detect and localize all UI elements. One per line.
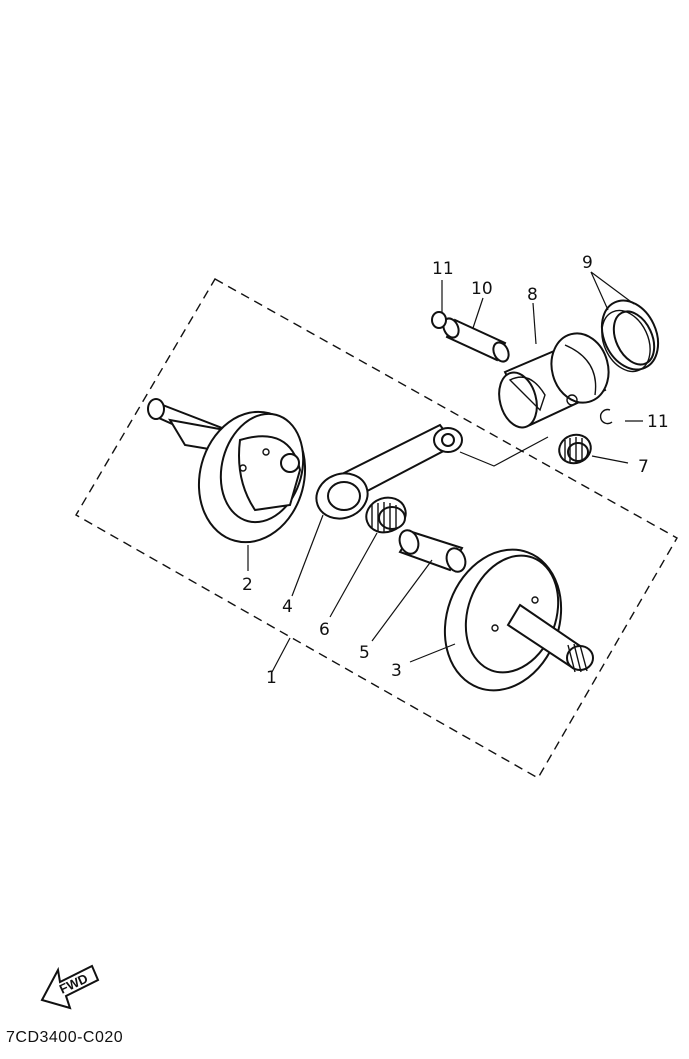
callout-4: 4 — [282, 597, 293, 617]
piston — [498, 332, 610, 429]
circlip-left — [431, 311, 447, 329]
crankshaft-assembly-outline — [75, 278, 678, 779]
callout-5: 5 — [359, 643, 370, 663]
connecting-rod — [315, 423, 463, 520]
callout-11-left: 11 — [432, 259, 454, 279]
callout-6: 6 — [319, 620, 330, 640]
callout-2: 2 — [242, 575, 253, 595]
callout-10: 10 — [471, 279, 493, 299]
crank-right-half — [443, 548, 594, 692]
fwd-arrow-icon: FWD — [40, 964, 100, 1010]
diagram-code: 7CD3400-C020 — [6, 1029, 124, 1046]
callout-9: 9 — [582, 253, 593, 273]
callout-1: 1 — [266, 668, 277, 688]
piston-rings — [600, 299, 660, 373]
circlip-right — [599, 408, 613, 425]
small-end-needle-bearing — [558, 433, 592, 465]
leader-lines — [247, 271, 643, 673]
callout-11-right: 11 — [647, 412, 669, 432]
crank-left-half — [147, 398, 307, 544]
crank-pin — [398, 529, 467, 573]
big-end-needle-bearing — [365, 496, 407, 534]
piston-pin — [442, 317, 510, 363]
callout-7: 7 — [638, 457, 649, 477]
callout-3: 3 — [391, 661, 402, 681]
callout-8: 8 — [527, 285, 538, 305]
